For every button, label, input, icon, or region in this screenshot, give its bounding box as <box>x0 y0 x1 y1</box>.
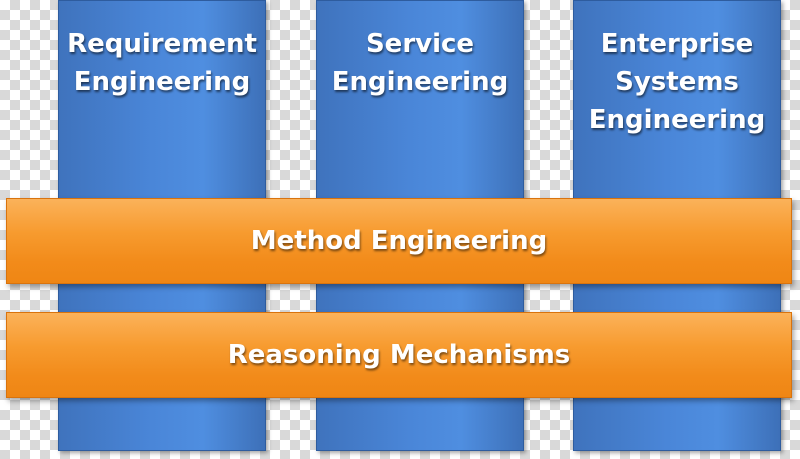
pillar-title: Enterprise Systems Engineering <box>588 29 766 135</box>
band-reasoning-mechanisms: Reasoning Mechanisms <box>6 312 792 398</box>
band-label: Reasoning Mechanisms <box>227 340 571 370</box>
pillar-title: Service Engineering <box>331 29 509 97</box>
band-label: Method Engineering <box>250 226 548 256</box>
band-method-engineering: Method Engineering <box>6 198 792 284</box>
pillar-title: Requirement Engineering <box>67 29 257 97</box>
